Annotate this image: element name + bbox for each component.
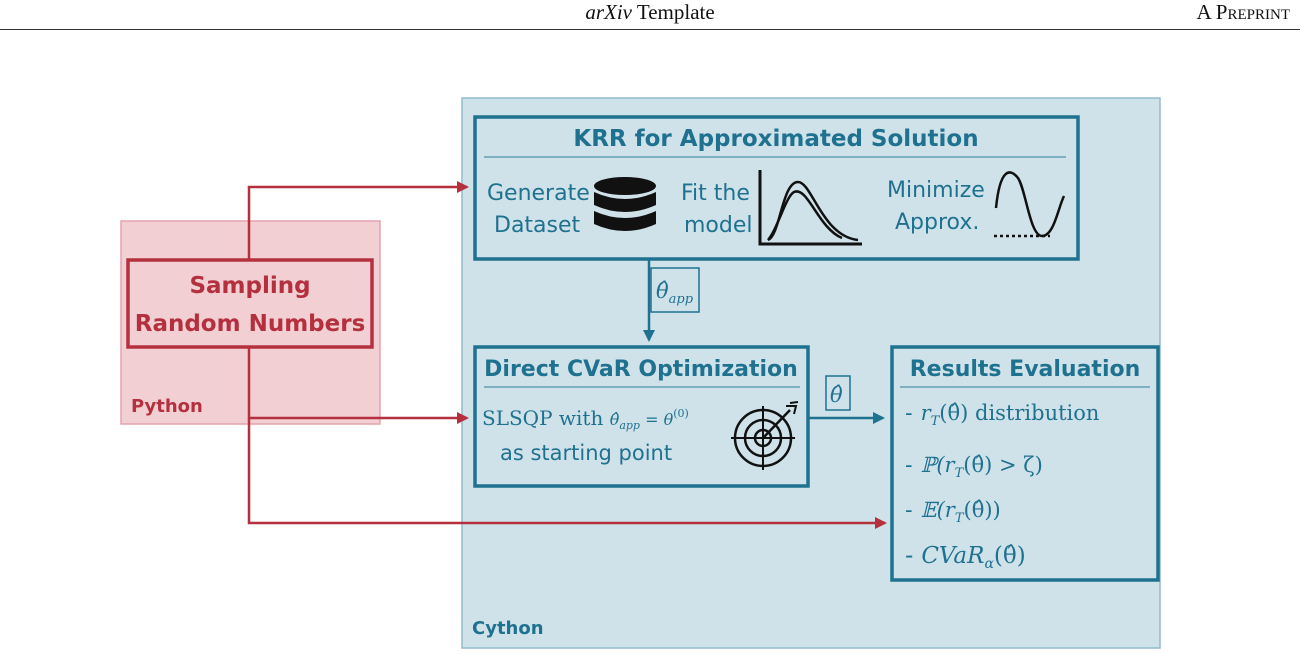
python-label: Python	[131, 396, 203, 417]
sampling-connectors	[247, 181, 887, 529]
theta-label-box	[825, 375, 851, 411]
database-icon	[594, 177, 656, 231]
theta-symbol: θ̂	[830, 383, 843, 407]
minimize-curve-icon	[994, 171, 1066, 238]
theta-app-subscript: app	[669, 292, 694, 307]
results-item-2: -ℙ(rT(θ̂) > ζ)	[905, 453, 1043, 481]
results-item-3: -𝔼(rT(θ̂))	[905, 498, 1001, 526]
sampling-line1: Sampling	[189, 273, 310, 299]
krr-box: KRR for Approximated Solution Generate D…	[473, 115, 1080, 261]
target-icon	[731, 401, 799, 470]
arrow-to-results	[247, 418, 887, 529]
krr-step3-line2: Approx.	[895, 210, 979, 235]
header-title-italic: arXiv	[585, 0, 632, 24]
results-title: Results Evaluation	[910, 357, 1141, 382]
cvar-line2: as starting point	[500, 441, 672, 465]
krr-step3-line1: Minimize	[887, 178, 985, 203]
cvar-eq: = θ	[640, 410, 674, 429]
theta-app-label-box	[650, 267, 700, 313]
cython-label: Cython	[472, 618, 544, 639]
results-item-4: -CVaRα(θ̂)	[905, 543, 1026, 572]
svg-text:θ̂app: θ̂app	[656, 279, 694, 307]
fit-curve-icon	[758, 170, 862, 246]
running-header-title: arXiv Template	[0, 0, 1300, 24]
arrow-to-krr	[247, 181, 469, 260]
arrow-cvar-to-results: θ̂	[808, 375, 885, 424]
cvar-sup: (0)	[673, 407, 689, 420]
krr-step2-line1: Fit the	[681, 181, 750, 206]
krr-step2-line2: model	[684, 213, 753, 238]
results-item-1: -rT(θ̂) distribution	[905, 401, 1099, 429]
sampling-box: Sampling Random Numbers	[126, 258, 374, 349]
krr-title: KRR for Approximated Solution	[573, 126, 978, 152]
theta-app-symbol: θ̂	[656, 279, 669, 303]
krr-step1-line2: Dataset	[494, 213, 581, 238]
cvar-line1: SLSQP with θ̂app = θ(0)	[482, 406, 689, 432]
header-rule	[0, 29, 1300, 30]
sampling-line2: Random Numbers	[135, 311, 366, 337]
cvar-theta-sub: app	[619, 419, 640, 432]
header-title-rest: Template	[631, 0, 715, 24]
cvar-theta: θ̂	[610, 410, 620, 429]
cvar-title: Direct CVaR Optimization	[484, 357, 798, 382]
cvar-line1-prefix: SLSQP with	[482, 406, 610, 430]
cvar-box: Direct CVaR Optimization SLSQP with θ̂ap…	[473, 345, 810, 488]
running-header-preprint: A Preprint	[1196, 0, 1290, 24]
results-box: Results Evaluation -rT(θ̂) distribution …	[890, 345, 1160, 582]
krr-step1-line1: Generate	[487, 181, 590, 206]
arrow-krr-to-cvar: θ̂app	[643, 259, 700, 342]
